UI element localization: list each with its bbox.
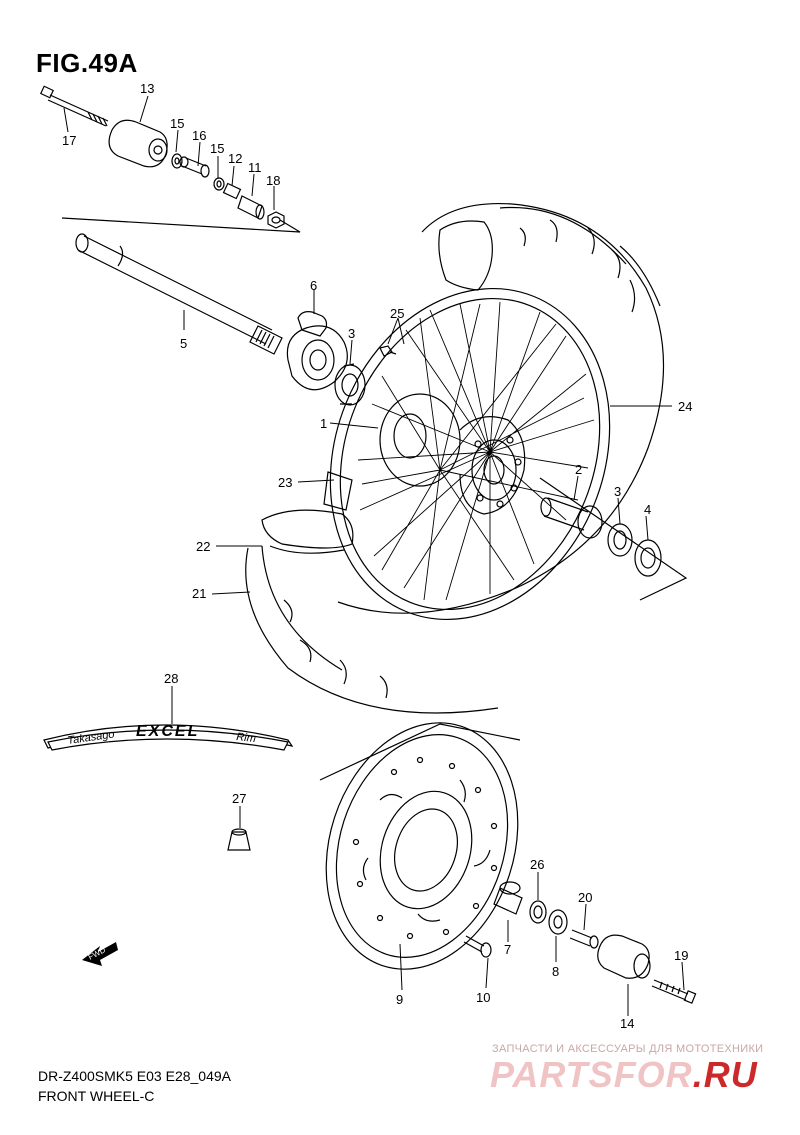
tire-21 [245,545,499,714]
bolt-25 [379,345,397,357]
collar-2 [540,497,603,539]
callout-25: 25 [390,306,404,321]
tire-24 [337,202,665,614]
callout-15b: 15 [210,141,224,156]
watermark-brand-right: FOR [613,1054,693,1095]
callout-16: 16 [192,128,206,143]
oil-seal-8 [548,909,568,935]
bolt-17 [39,85,109,127]
speedo-gearbox-6 [286,311,348,391]
callout-20: 20 [578,890,592,905]
callout-17: 17 [62,133,76,148]
callout-15a: 15 [170,116,184,131]
brake-disc-9 [319,722,521,970]
callout-3-right: 3 [614,484,621,499]
disc-bolt-10 [463,935,492,958]
callout-23: 23 [278,475,292,490]
fwd-arrow-icon [82,942,118,966]
callout-2: 2 [575,462,582,477]
wheel-rim [329,287,611,621]
bearing-3-left [334,363,366,406]
callout-1: 1 [320,416,327,431]
callout-5: 5 [180,336,187,351]
callout-24: 24 [678,399,692,414]
callout-28: 28 [164,671,178,686]
callout-21: 21 [192,586,206,601]
callout-7: 7 [504,942,511,957]
collar-12 [222,182,242,200]
leader-lines [63,95,685,1016]
callout-8: 8 [552,964,559,979]
wheel-hub-1 [379,393,526,515]
callout-10: 10 [476,990,490,1005]
spacer-16 [179,156,210,178]
callout-19: 19 [674,948,688,963]
watermark-logo: PARTSFOR.RU [490,1054,758,1096]
callout-13: 13 [140,81,154,96]
callout-3-left: 3 [348,326,355,341]
washer-15b [213,177,225,191]
bolt-19 [651,979,697,1004]
group-bracket-line [61,217,301,233]
nut-18 [267,211,285,229]
spacer-20 [569,929,599,949]
watermark-brand-tld: .RU [692,1054,758,1095]
rim-decal-28 [43,724,294,751]
watermark-tagline: ЗАПЧАСТИ И АКСЕССУАРЫ ДЛЯ МОТОТЕХНИКИ [492,1043,764,1055]
figure-title: FIG.49A [36,48,138,78]
footer-code: DR-Z400SMK5 E03 E28_049A [38,1068,231,1084]
callout-12: 12 [228,151,242,166]
tube-22 [261,509,354,554]
callout-22: 22 [196,539,210,554]
valve-cap-27 [227,828,251,851]
right-group-line [539,477,688,601]
callout-27: 27 [232,791,246,806]
callout-4: 4 [644,502,651,517]
washer-26 [529,900,547,924]
collar-7 [493,881,523,915]
rim-decal-model: EXCEL [136,723,199,740]
axle-pinch-cap-13 [108,119,168,168]
front-axle-5 [75,233,283,355]
washer-15a [171,153,183,169]
axle-cap-14 [597,934,651,979]
callout-18: 18 [266,173,280,188]
callout-6: 6 [310,278,317,293]
callout-9: 9 [396,992,403,1007]
callout-11: 11 [248,160,262,175]
footer-caption: FRONT WHEEL-C [38,1088,155,1104]
callout-26: 26 [530,857,544,872]
bearing-3-right [607,523,633,557]
collar-11 [237,195,265,220]
watermark-brand-left: PARTS [490,1054,614,1095]
callout-14: 14 [620,1016,634,1031]
rim-decal-suffix: Rim [236,731,257,745]
spokes [357,301,595,601]
rim-band-23 [323,471,353,511]
callouts: 13 17 15 16 15 12 11 18 6 25 3 5 1 24 2 … [62,81,692,1031]
